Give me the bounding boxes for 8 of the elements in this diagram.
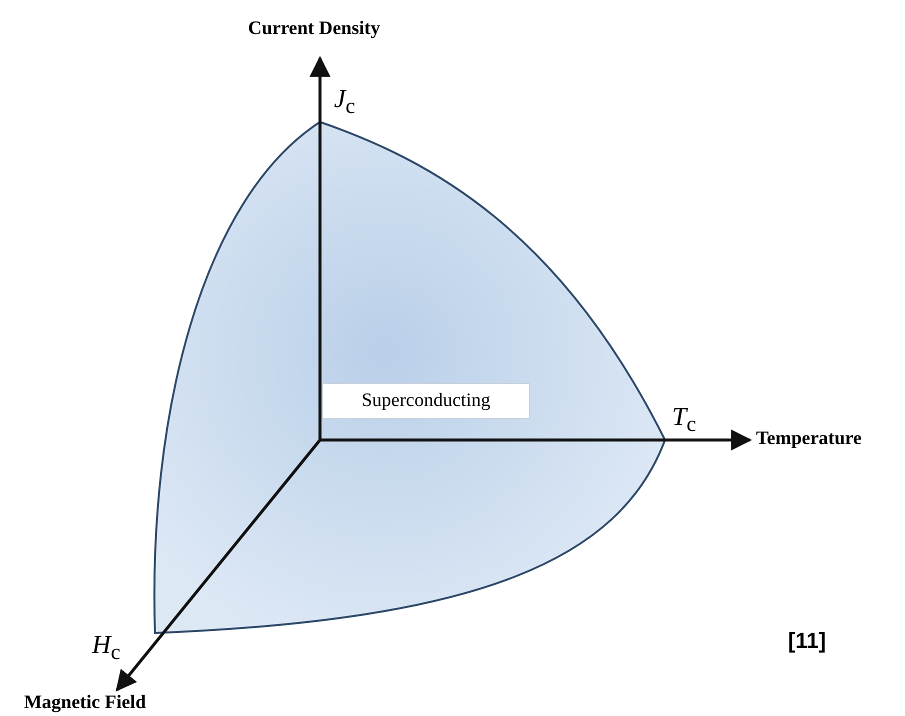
axis-title: Current Density	[248, 18, 380, 40]
axis-value-label: T$_{c}$	[672, 402, 696, 438]
axis-title: Magnetic Field	[24, 692, 146, 714]
axis-value-label: H$_{c}$	[92, 630, 120, 666]
region-label: Superconducting	[322, 383, 530, 419]
citation-reference: [11]	[788, 628, 826, 654]
axis-value-label: J$_{c}$	[334, 84, 356, 120]
axis-title: Temperature	[756, 428, 862, 450]
